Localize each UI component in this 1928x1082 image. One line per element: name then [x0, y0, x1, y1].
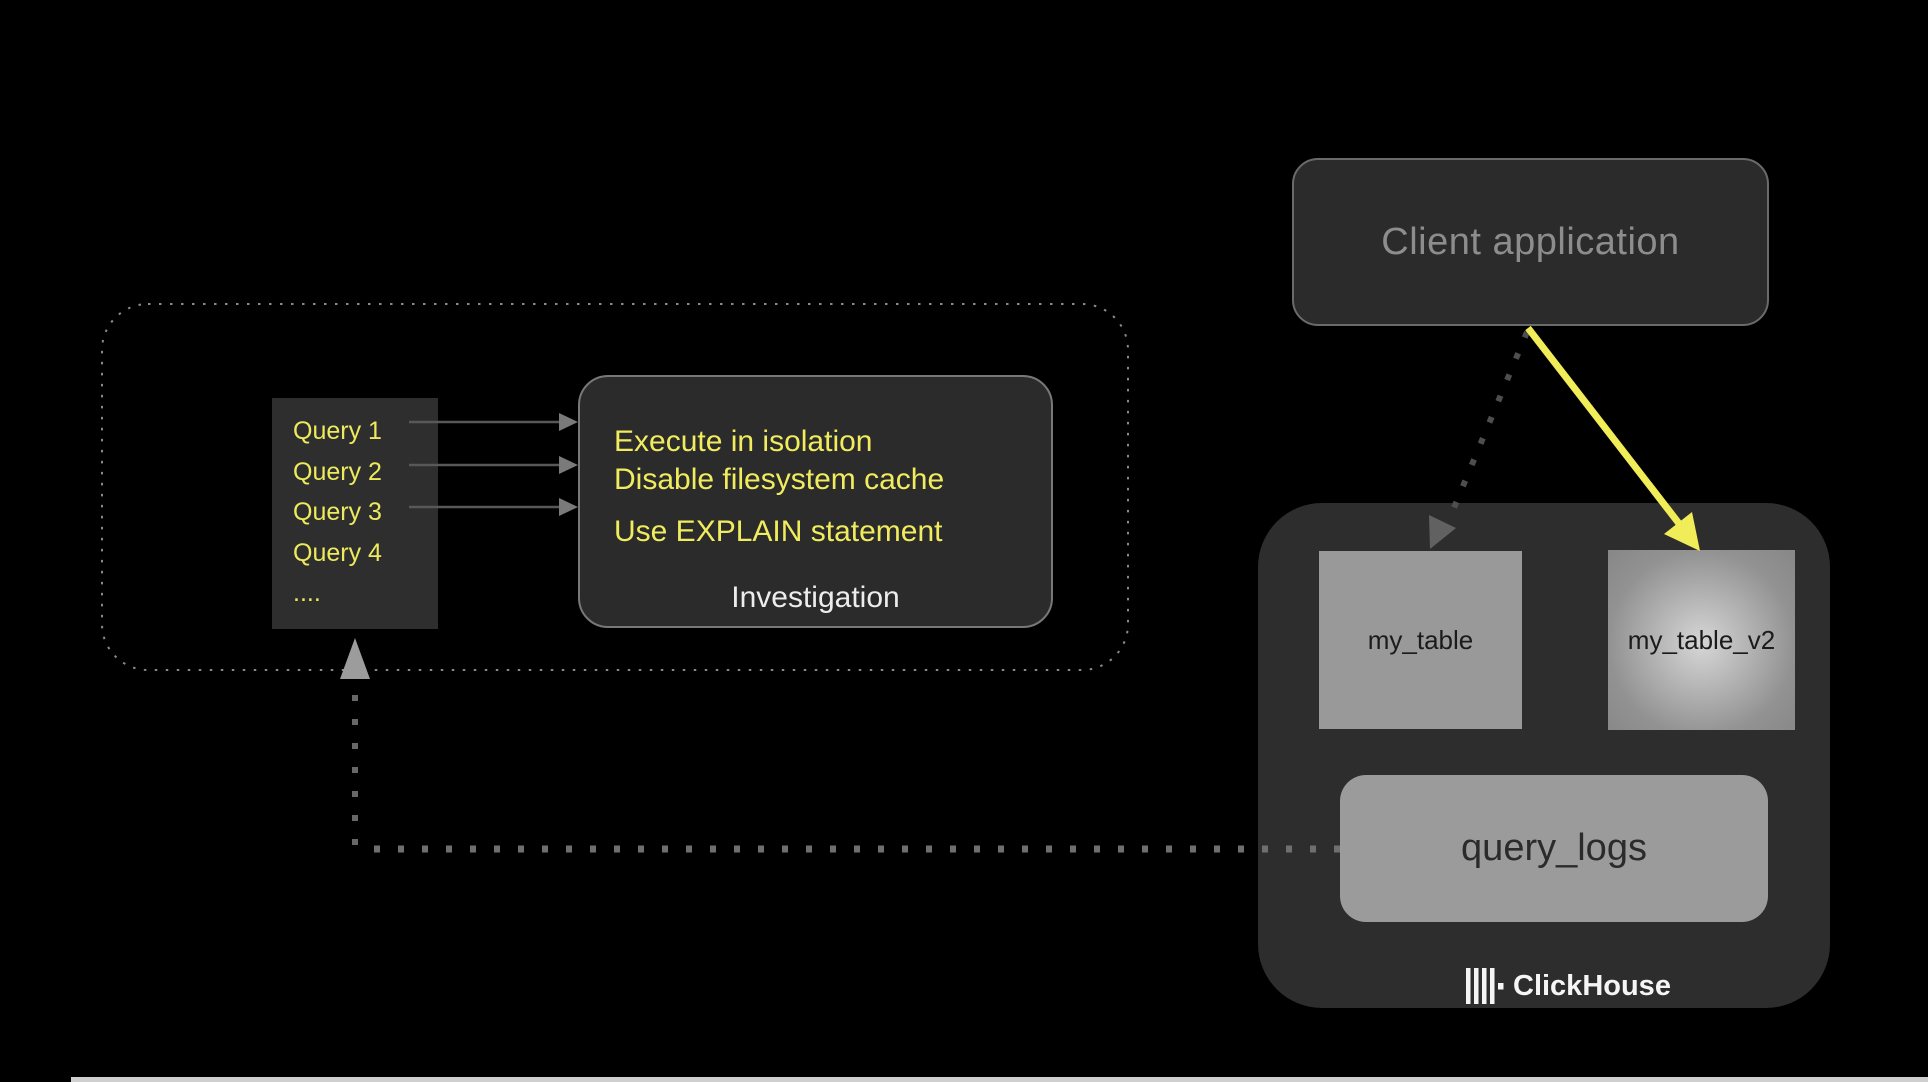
query-logs-node: query_logs	[1340, 775, 1768, 922]
query-list-node: Query 1 Query 2 Query 3 Query 4 ....	[272, 398, 438, 629]
query-item: Query 4	[293, 538, 382, 567]
query-logs-feedback-arrow	[340, 638, 1340, 853]
query-item-ellipsis: ....	[293, 579, 321, 607]
clickhouse-brand-text: ClickHouse	[1513, 969, 1671, 1002]
client-application-node: Client application	[1292, 158, 1769, 326]
query-logs-label: query_logs	[1461, 827, 1647, 869]
investigation-step: Execute in isolation	[614, 425, 873, 458]
my-table-label: my_table	[1367, 624, 1474, 655]
my-table-node: my_table	[1319, 551, 1522, 729]
investigation-step: Use EXPLAIN statement	[614, 515, 943, 548]
query-item: Query 3	[293, 498, 382, 526]
investigation-node: Execute in isolation Disable filesystem …	[578, 375, 1053, 628]
investigation-title: Investigation	[731, 581, 900, 614]
investigation-step: Disable filesystem cache	[614, 463, 945, 496]
clickhouse-logo: ClickHouse	[1466, 965, 1671, 1007]
bottom-edge-strip	[71, 1077, 1928, 1082]
my-table-v2-label: my_table_v2	[1627, 624, 1776, 655]
client-application-label: Client application	[1381, 220, 1680, 263]
clickhouse-logo-icon	[1466, 968, 1504, 1004]
query-item: Query 1	[293, 417, 382, 445]
my-table-v2-node: my_table_v2	[1608, 550, 1795, 730]
clickhouse-panel: my_table my_table_v2 query_logs ClickHou…	[1258, 503, 1830, 1008]
query-item: Query 2	[293, 457, 382, 486]
